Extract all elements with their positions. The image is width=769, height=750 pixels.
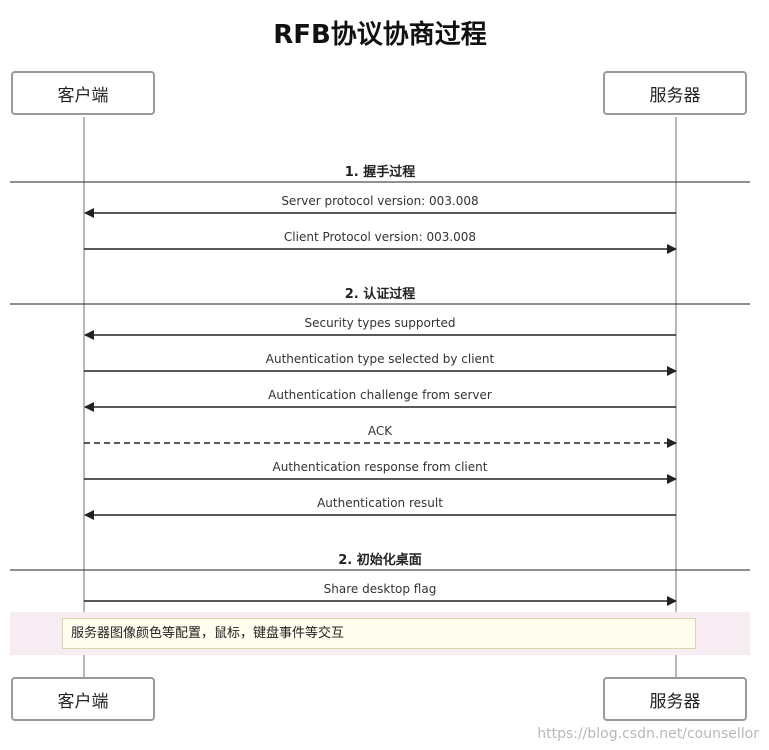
message-label: Authentication result bbox=[317, 496, 443, 510]
message-label: Authentication response from client bbox=[273, 460, 488, 474]
participant-client-top: 客户端 bbox=[11, 71, 155, 115]
participant-server-bottom: 服务器 bbox=[603, 677, 747, 721]
message-label: Client Protocol version: 003.008 bbox=[284, 230, 476, 244]
message-label: Authentication challenge from server bbox=[268, 388, 492, 402]
message-label: Security types supported bbox=[304, 316, 455, 330]
section-label: 2. 初始化桌面 bbox=[338, 552, 422, 568]
message-label: Authentication type selected by client bbox=[266, 352, 495, 366]
watermark: https://blog.csdn.net/counsellor bbox=[537, 726, 759, 742]
section-label: 1. 握手过程 bbox=[345, 164, 416, 180]
message-label: ACK bbox=[368, 424, 393, 438]
message-label: Share desktop flag bbox=[324, 582, 437, 596]
participant-server-top: 服务器 bbox=[603, 71, 747, 115]
participant-client-bottom: 客户端 bbox=[11, 677, 155, 721]
note-box: 服务器图像颜色等配置，鼠标，键盘事件等交互 bbox=[62, 618, 696, 649]
section-label: 2. 认证过程 bbox=[345, 286, 416, 302]
page-title: RFB协议协商过程 bbox=[273, 20, 487, 50]
message-label: Server protocol version: 003.008 bbox=[281, 194, 478, 208]
